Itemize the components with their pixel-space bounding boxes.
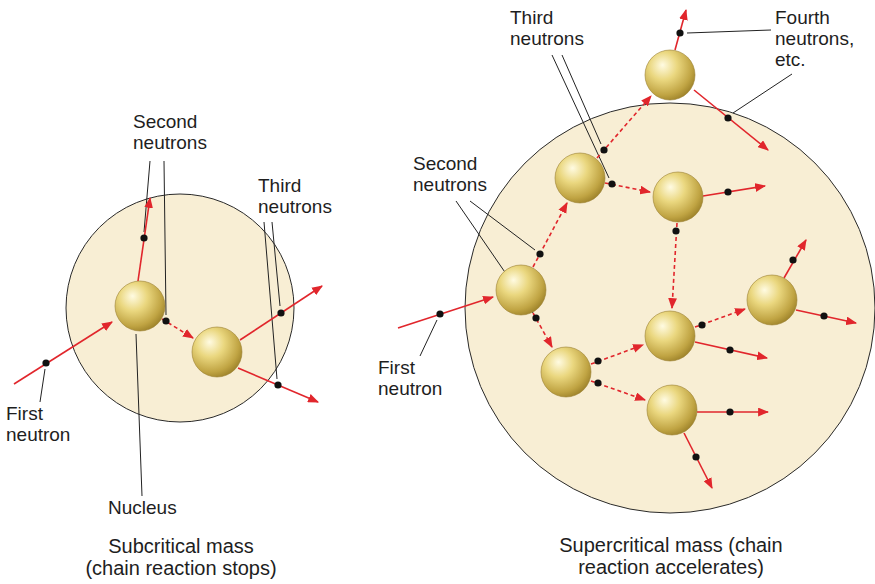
neutron-dot	[698, 321, 705, 328]
neutron-dot	[436, 310, 443, 317]
neutron-label: Second neutrons	[413, 154, 505, 196]
neutron-label: First neutron	[378, 358, 460, 400]
neutron-dot	[789, 256, 796, 263]
neutron-dot	[724, 114, 731, 121]
neutron-arrow	[398, 297, 493, 328]
supercritical-mass	[465, 103, 875, 513]
neutron-dot	[820, 312, 827, 319]
neutron-arrow	[784, 240, 806, 278]
neutron-dot	[140, 234, 147, 241]
nucleus-sphere	[541, 347, 591, 397]
neutron-label: Fourth neutrons, etc.	[775, 8, 867, 71]
neutron-arrow	[672, 223, 677, 308]
neutron-dot	[692, 453, 699, 460]
neutron-dot	[724, 188, 731, 195]
neutron-dot	[536, 250, 543, 257]
neutron-arrow	[684, 433, 712, 488]
neutron-dot	[672, 227, 679, 234]
nucleus-sphere	[645, 50, 695, 100]
leader-line	[164, 161, 166, 315]
nucleus-sphere	[115, 281, 165, 331]
neutron-label: Third neutrons	[258, 176, 358, 218]
neutron-arrow	[597, 96, 651, 158]
nucleus-sphere	[653, 172, 703, 222]
nucleus-sphere	[647, 385, 697, 435]
leader-line	[40, 369, 45, 402]
neutron-arrow	[533, 313, 552, 347]
neutron-label: Second neutrons	[133, 112, 225, 154]
nucleus-sphere	[747, 275, 797, 325]
mass-caption: Supercritical mass (chain reaction accel…	[545, 534, 797, 578]
neutron-dot	[162, 317, 169, 324]
nucleus-sphere	[645, 311, 695, 361]
neutron-arrow	[533, 203, 567, 267]
nucleus-sphere	[496, 265, 546, 315]
neutron-arrow	[695, 342, 767, 358]
neutron-arrow	[591, 345, 643, 364]
neutron-dot	[532, 314, 539, 321]
nucleus-label: Nucleus	[108, 498, 198, 519]
leader-line	[420, 320, 437, 356]
neutron-dot	[608, 180, 615, 187]
neutron-arrow	[694, 90, 768, 150]
neutron-dot	[600, 146, 607, 153]
neutron-dot	[594, 379, 601, 386]
neutron-arrow	[240, 286, 322, 340]
leader-line	[264, 222, 277, 379]
neutron-label: First neutron	[6, 404, 88, 446]
neutron-arrow	[138, 198, 150, 281]
nucleus-sphere	[192, 327, 242, 377]
neutron-dot	[726, 408, 733, 415]
mass-caption: Subcritical mass (chain reaction stops)	[82, 535, 280, 579]
leader-line	[470, 201, 535, 250]
neutron-dot	[594, 357, 601, 364]
leader-line	[272, 222, 280, 306]
neutron-arrow	[796, 310, 856, 323]
neutron-arrow	[14, 322, 112, 384]
subcritical-mass	[66, 194, 294, 422]
neutron-dot	[277, 309, 284, 316]
neutron-arrow	[238, 368, 318, 402]
neutron-dot	[274, 381, 281, 388]
leader-line	[733, 74, 792, 113]
neutron-arrow	[703, 186, 765, 196]
leader-line	[562, 55, 601, 144]
neutron-dot	[676, 29, 683, 36]
nucleus-sphere	[555, 153, 605, 203]
neutron-label: Third neutrons	[510, 8, 610, 50]
leader-line	[136, 334, 142, 496]
leader-line	[687, 30, 771, 33]
neutron-dot	[726, 346, 733, 353]
neutron-dot	[42, 359, 49, 366]
neutron-arrow	[675, 10, 686, 50]
